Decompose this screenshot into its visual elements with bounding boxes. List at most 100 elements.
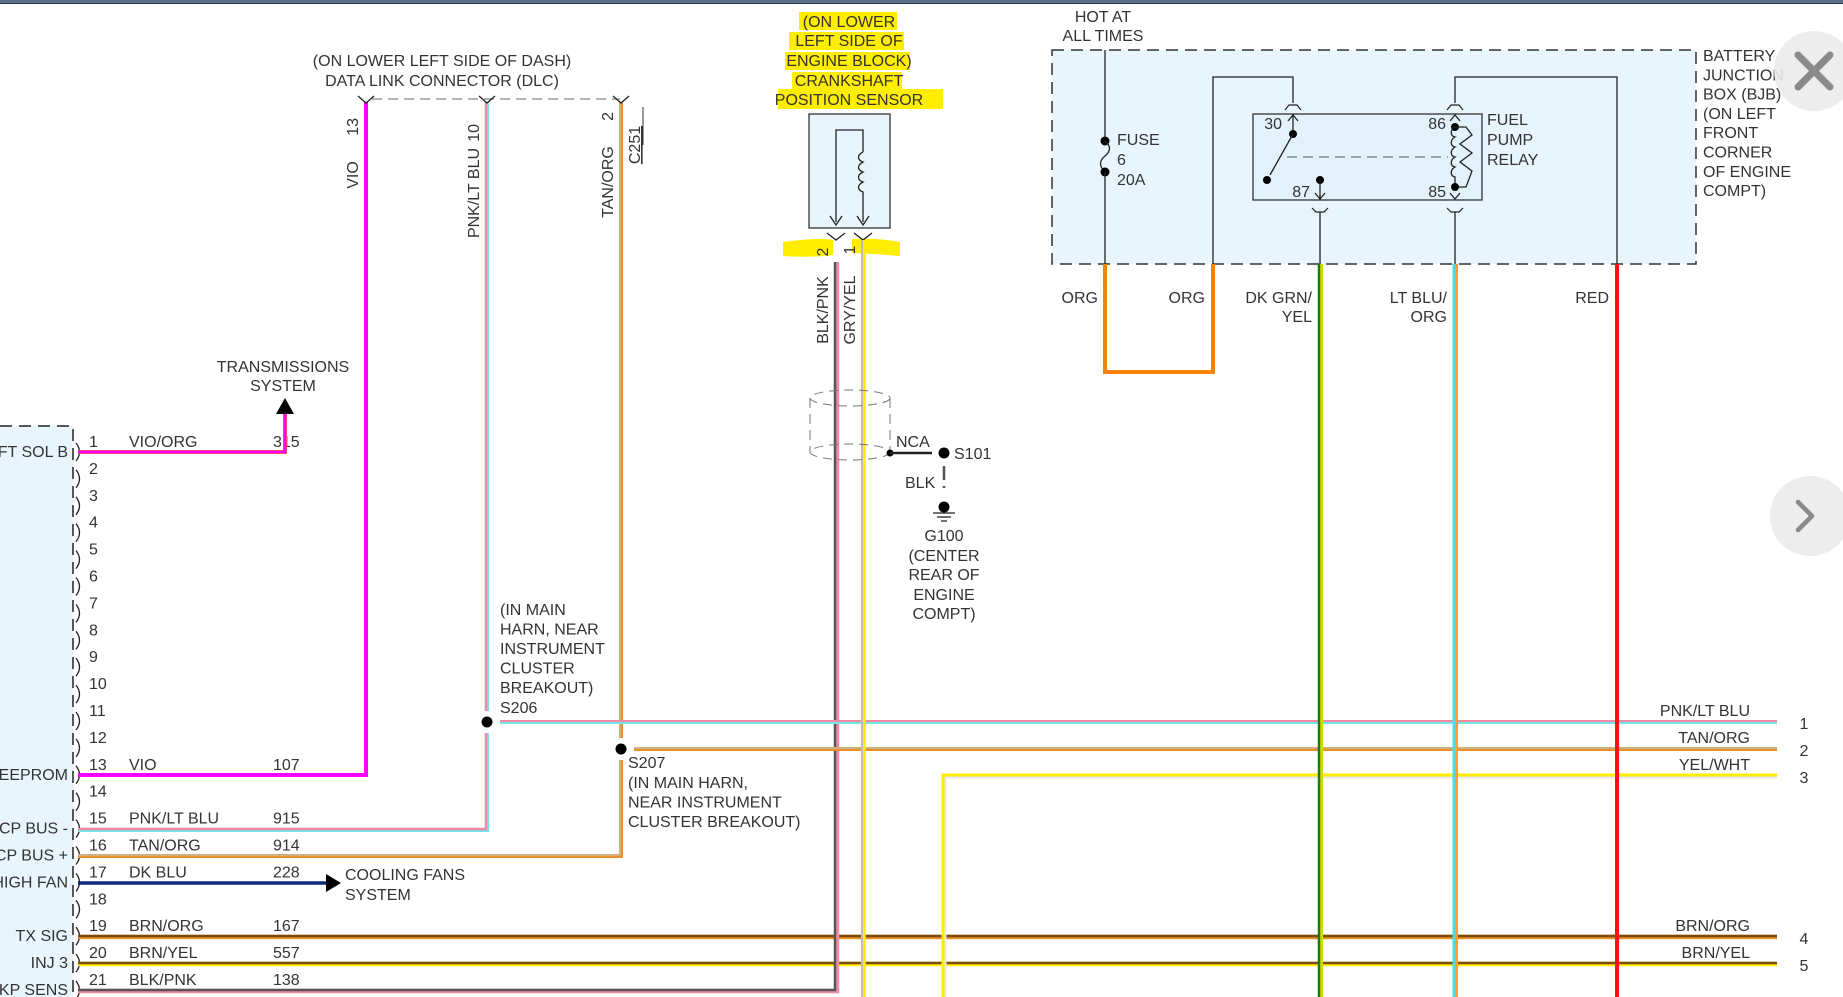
relay-switch-arm — [1269, 133, 1294, 176]
g100-loc-3: ENGINE — [913, 587, 974, 604]
pcm-pin-terminal — [75, 523, 81, 543]
shield-bottom — [809, 443, 891, 461]
pcm-pin-number: 6 — [89, 569, 98, 586]
s206-label: S206 — [500, 700, 537, 717]
ckp-pin1-arrow-icon — [856, 215, 870, 227]
highlight — [778, 89, 943, 109]
pcm-pin-number: 21 — [89, 972, 107, 989]
pcm-pin-function: CP BUS + — [0, 848, 68, 865]
dlc-pin2-terminal — [612, 95, 630, 104]
pcm-pin-number: 11 — [89, 703, 106, 720]
relay-coil-icon — [1450, 126, 1457, 187]
pcm-pin-function: FT SOL B — [0, 444, 68, 461]
pcm-circuit-number: 915 — [273, 811, 300, 828]
right-wire-color: TAN/ORG — [1678, 730, 1750, 747]
pcm-pin-function: TX SIG — [16, 928, 68, 945]
right-pin-number: 4 — [1800, 931, 1809, 948]
s207-location: (IN MAIN HARN, — [628, 775, 748, 792]
relay-pin-30: 30 — [1264, 116, 1282, 133]
relay-86-feed — [1454, 76, 1618, 264]
bjb-output-wires: ORG ORG DK GRN/ YEL LT BLU/ ORG RED — [1062, 264, 1619, 997]
ckp-pin1-color: GRY/YEL — [842, 275, 859, 344]
relay-85-dot — [1451, 183, 1459, 191]
s206-dot — [481, 716, 493, 728]
s207-location: NEAR INSTRUMENT — [628, 795, 782, 812]
pcm-pin-function: HIGH FAN — [0, 874, 68, 891]
right-wire-color: BRN/ORG — [1675, 918, 1750, 935]
ckp-pin2-terminal — [826, 232, 846, 241]
s207-label: S207 — [628, 755, 665, 772]
fuse-label-3: 20A — [1117, 172, 1146, 189]
wire-915 — [78, 102, 488, 831]
dlc-pin13-number: 13 — [345, 118, 362, 136]
relay-name-1: FUEL — [1487, 112, 1528, 129]
s206-location: (IN MAIN — [500, 602, 566, 619]
relay-87-arrow-icon — [1314, 192, 1326, 201]
hot-label-2: ALL TIMES — [1063, 28, 1144, 45]
pcm-circuit-number: 107 — [273, 757, 300, 774]
relay-pin-87: 87 — [1292, 184, 1310, 201]
pcm-pin-terminal — [75, 738, 81, 758]
pcm-wire-color: DK BLU — [129, 864, 187, 881]
blk-label: BLK — [905, 475, 936, 492]
highlight — [792, 72, 902, 90]
bjb-name-line: BOX (BJB) — [1703, 87, 1781, 104]
bjb-name-line: BATTERY — [1703, 48, 1776, 65]
pcm-pin-number: 9 — [89, 649, 98, 666]
pcm-pin-number: 17 — [89, 864, 107, 881]
relay-30-terminal — [1284, 104, 1302, 111]
pcm-pin-number: 10 — [89, 676, 107, 693]
right-wire-color: BRN/YEL — [1682, 945, 1751, 962]
cooling-label-2: SYSTEM — [345, 887, 411, 904]
s206-location: BREAKOUT) — [500, 680, 593, 697]
pcm-pin-number: 16 — [89, 838, 107, 855]
bjb-name-line: JUNCTION — [1703, 67, 1784, 84]
pcm-pin-number: 8 — [89, 622, 98, 639]
shield-ground: NCA S101 BLK G100 (CENTER REAR OF ENGINE… — [809, 389, 991, 623]
g100-dot — [938, 501, 950, 513]
close-button[interactable] — [1774, 31, 1843, 111]
pcm-pin-terminal — [75, 792, 81, 812]
highlight — [783, 238, 833, 257]
ckp-pin2-number: 2 — [815, 247, 832, 256]
ckp-label-3: ENGINE BLOCK) — [786, 53, 911, 70]
relay-86-terminal — [1446, 104, 1464, 111]
next-button[interactable] — [1770, 476, 1843, 556]
relay-pin-85: 85 — [1428, 184, 1446, 201]
pcm-pin-terminal — [75, 684, 81, 704]
s207-text: S207(IN MAIN HARN,NEAR INSTRUMENTCLUSTER… — [628, 755, 800, 831]
transmission-arrow-icon — [276, 398, 294, 414]
pcm-wires — [78, 102, 1777, 994]
s206-location: HARN, NEAR — [500, 622, 599, 639]
dlc-connector-id: C251 — [627, 126, 644, 164]
g100-loc-1: (CENTER — [908, 548, 979, 565]
nca-label: NCA — [896, 434, 930, 451]
dlc-location: (ON LOWER LEFT SIDE OF DASH) — [313, 53, 571, 70]
wire-315 — [78, 410, 287, 454]
pcm-outline — [0, 425, 74, 997]
right-pin-number: 5 — [1800, 958, 1809, 975]
dlc-pin13-terminal — [357, 95, 375, 104]
viewer-top-border — [0, 0, 1843, 4]
dlc-pin10-number: 10 — [466, 124, 483, 142]
ckp-sensor: (ON LOWER LEFT SIDE OF ENGINE BLOCK) CRA… — [775, 12, 943, 997]
dlc-pin13-color: VIO — [345, 161, 362, 189]
ckp-internal-wire — [835, 129, 864, 222]
shield-top — [809, 389, 891, 407]
ckp-label-5: POSITION SENSOR — [775, 92, 923, 109]
out-org-2: ORG — [1169, 290, 1205, 307]
pcm-wire-color: PNK/LT BLU — [129, 811, 219, 828]
close-icon — [1794, 51, 1834, 91]
ckp-pin2-color: BLK/PNK — [815, 276, 832, 344]
pcm-pin-function: EEPROM — [0, 767, 68, 784]
dlc-pin10-terminal — [478, 95, 496, 104]
pcm-pin-number: 13 — [89, 757, 107, 774]
out-ltblu-2: ORG — [1411, 309, 1447, 326]
relay-86-arrow-icon — [1449, 113, 1461, 122]
pcm-pin-terminal — [75, 899, 81, 919]
